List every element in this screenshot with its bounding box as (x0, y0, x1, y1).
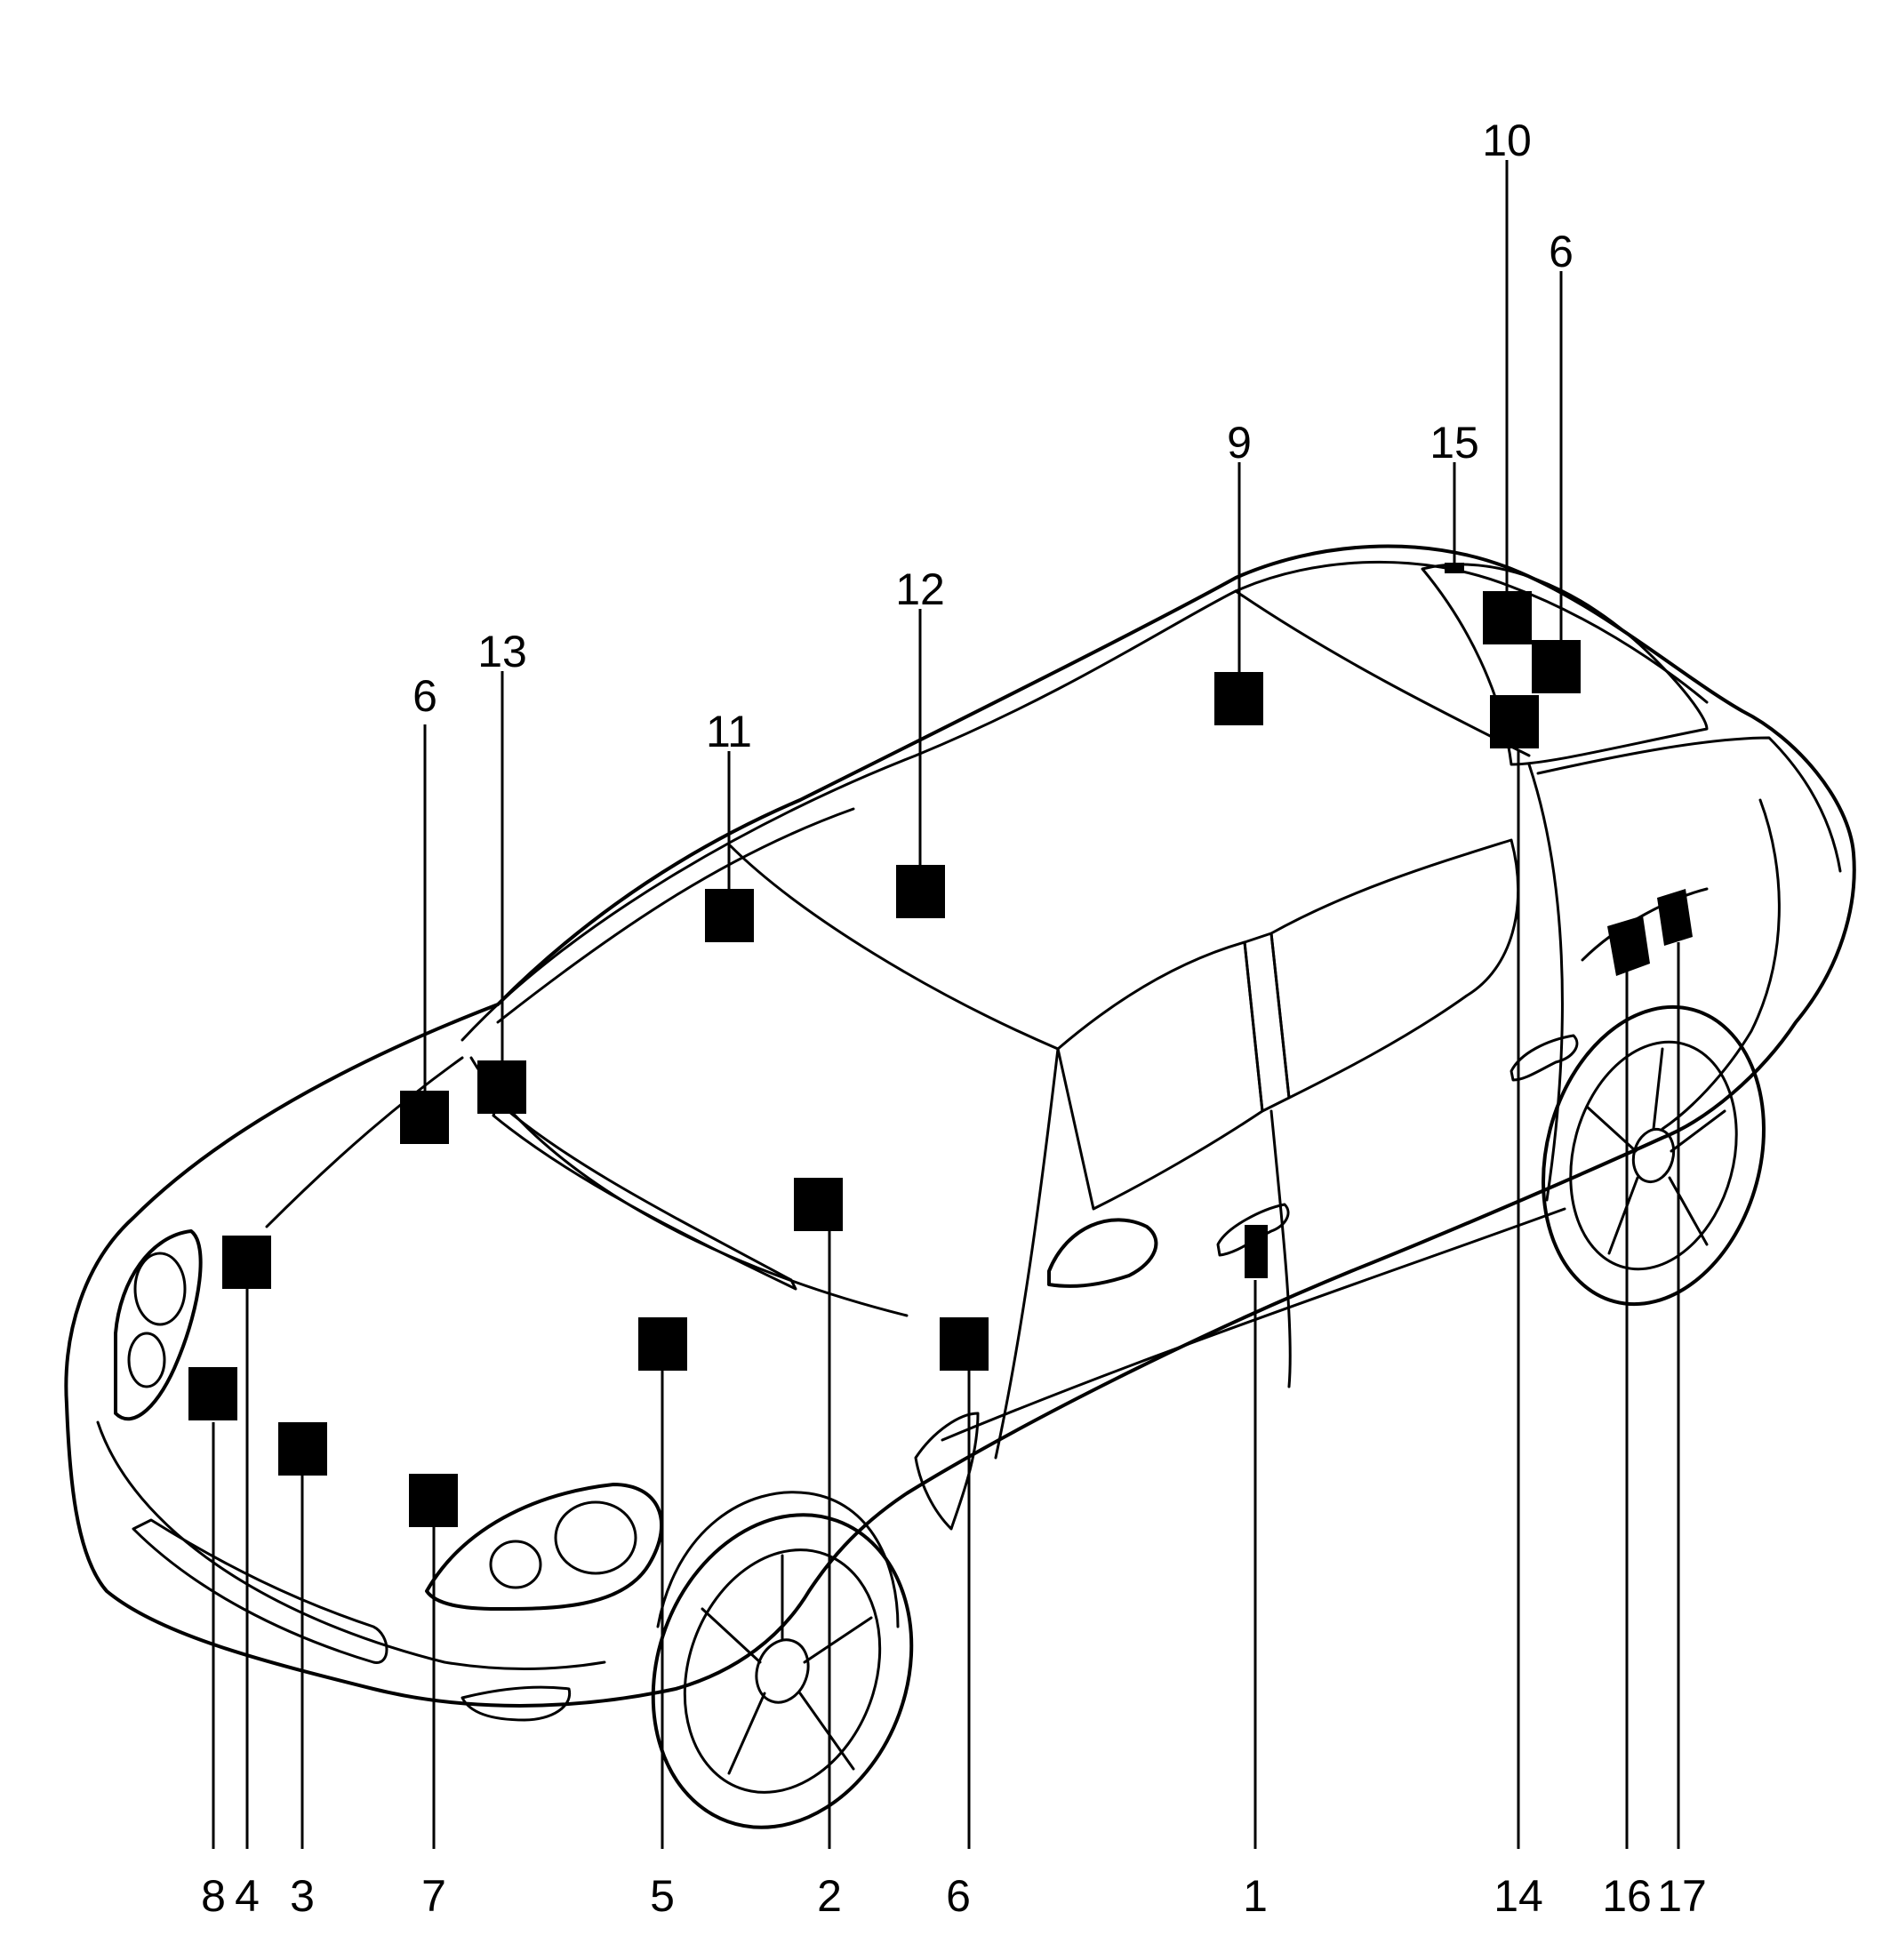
callout-label-12: 12 (895, 564, 945, 614)
rear-door-back-line (1527, 763, 1564, 1202)
right-headlight (425, 1483, 664, 1611)
callout-label-6c: 6 (1549, 227, 1574, 276)
sill-line (941, 1207, 1566, 1442)
callout-label-10: 10 (1482, 116, 1532, 165)
callout-label-6a: 6 (946, 1871, 971, 1921)
car-outline (64, 544, 1856, 1829)
left-headlight-lens-upper (133, 1252, 187, 1326)
left-headlight (114, 1229, 203, 1421)
marker-2[interactable] (794, 1178, 843, 1231)
marker-5[interactable] (638, 1317, 687, 1371)
marker-11[interactable] (705, 889, 754, 942)
marker-6c[interactable] (1532, 640, 1581, 693)
marker-15[interactable] (1445, 563, 1464, 573)
callout-label-13: 13 (477, 627, 527, 676)
front-door-line (994, 1047, 1060, 1460)
hood-line (265, 1056, 464, 1228)
marker-6a[interactable] (940, 1317, 989, 1371)
front-wheel-hub (755, 1638, 810, 1704)
leader-lines (212, 160, 1680, 1849)
side-window-rear (1269, 838, 1520, 1100)
markers (188, 563, 1693, 1527)
right-air-intake (460, 1685, 572, 1722)
marker-6b[interactable] (400, 1091, 449, 1144)
callout-label-1: 1 (1243, 1871, 1268, 1921)
side-mirror (1047, 1218, 1158, 1288)
wiper-arm (492, 1100, 797, 1291)
marker-8[interactable] (188, 1367, 237, 1420)
left-air-intake (132, 1518, 388, 1664)
marker-17[interactable] (1657, 889, 1693, 946)
callout-label-5: 5 (650, 1871, 675, 1921)
rear-wheel-tire (1542, 1004, 1766, 1307)
side-window-front (1056, 940, 1264, 1211)
front-wheel-spokes (701, 1554, 873, 1775)
callout-label-3: 3 (290, 1871, 315, 1921)
marker-12[interactable] (896, 865, 945, 918)
marker-1[interactable] (1245, 1225, 1268, 1278)
roof-outline (460, 560, 1709, 1042)
right-headlight-lens-inner (489, 1540, 542, 1589)
front-wheel-arch (656, 1491, 900, 1628)
callout-labels: 1 2 3 4 5 6 6 6 7 8 9 10 11 12 13 14 15 … (201, 116, 1707, 1921)
rear-fender-vent (1581, 887, 1709, 962)
rear-deck-line (1536, 736, 1842, 873)
callout-label-11: 11 (706, 707, 752, 756)
front-wheel-rim (683, 1548, 882, 1794)
rear-door-handle (1510, 1034, 1579, 1082)
callout-label-2: 2 (817, 1871, 842, 1921)
sunroof-edge (727, 843, 1060, 1051)
callout-label-7: 7 (421, 1871, 446, 1921)
front-wheel-tire (651, 1513, 914, 1829)
left-headlight-lens-lower (127, 1332, 166, 1388)
callout-label-9: 9 (1227, 418, 1252, 468)
callout-label-6b: 6 (412, 671, 437, 721)
callout-label-15: 15 (1430, 418, 1479, 468)
car-body-outline (64, 544, 1856, 1708)
marker-10[interactable] (1483, 591, 1532, 644)
right-headlight-lens-outer (554, 1500, 637, 1575)
marker-4[interactable] (222, 1236, 271, 1289)
rear-wheel-spokes (1585, 1047, 1726, 1255)
windshield-top-edge (496, 807, 855, 1024)
tail-window (1421, 563, 1709, 766)
marker-13[interactable] (477, 1060, 526, 1114)
front-door-handle (1216, 1203, 1290, 1257)
marker-14[interactable] (1490, 695, 1539, 748)
marker-3[interactable] (278, 1422, 327, 1476)
callout-label-16: 16 (1602, 1871, 1652, 1921)
rear-wheel-rim (1569, 1040, 1738, 1271)
front-bumper (96, 1420, 606, 1670)
rear-bumper (1661, 798, 1781, 1131)
callout-label-17: 17 (1657, 1871, 1707, 1921)
callout-label-4: 4 (235, 1871, 260, 1921)
marker-9[interactable] (1214, 672, 1263, 725)
rear-door-line (1269, 1109, 1292, 1388)
marker-7[interactable] (409, 1474, 458, 1527)
callout-label-8: 8 (201, 1871, 226, 1921)
callout-label-14: 14 (1494, 1871, 1543, 1921)
marker-16[interactable] (1607, 916, 1650, 976)
b-pillar (1243, 932, 1291, 1113)
